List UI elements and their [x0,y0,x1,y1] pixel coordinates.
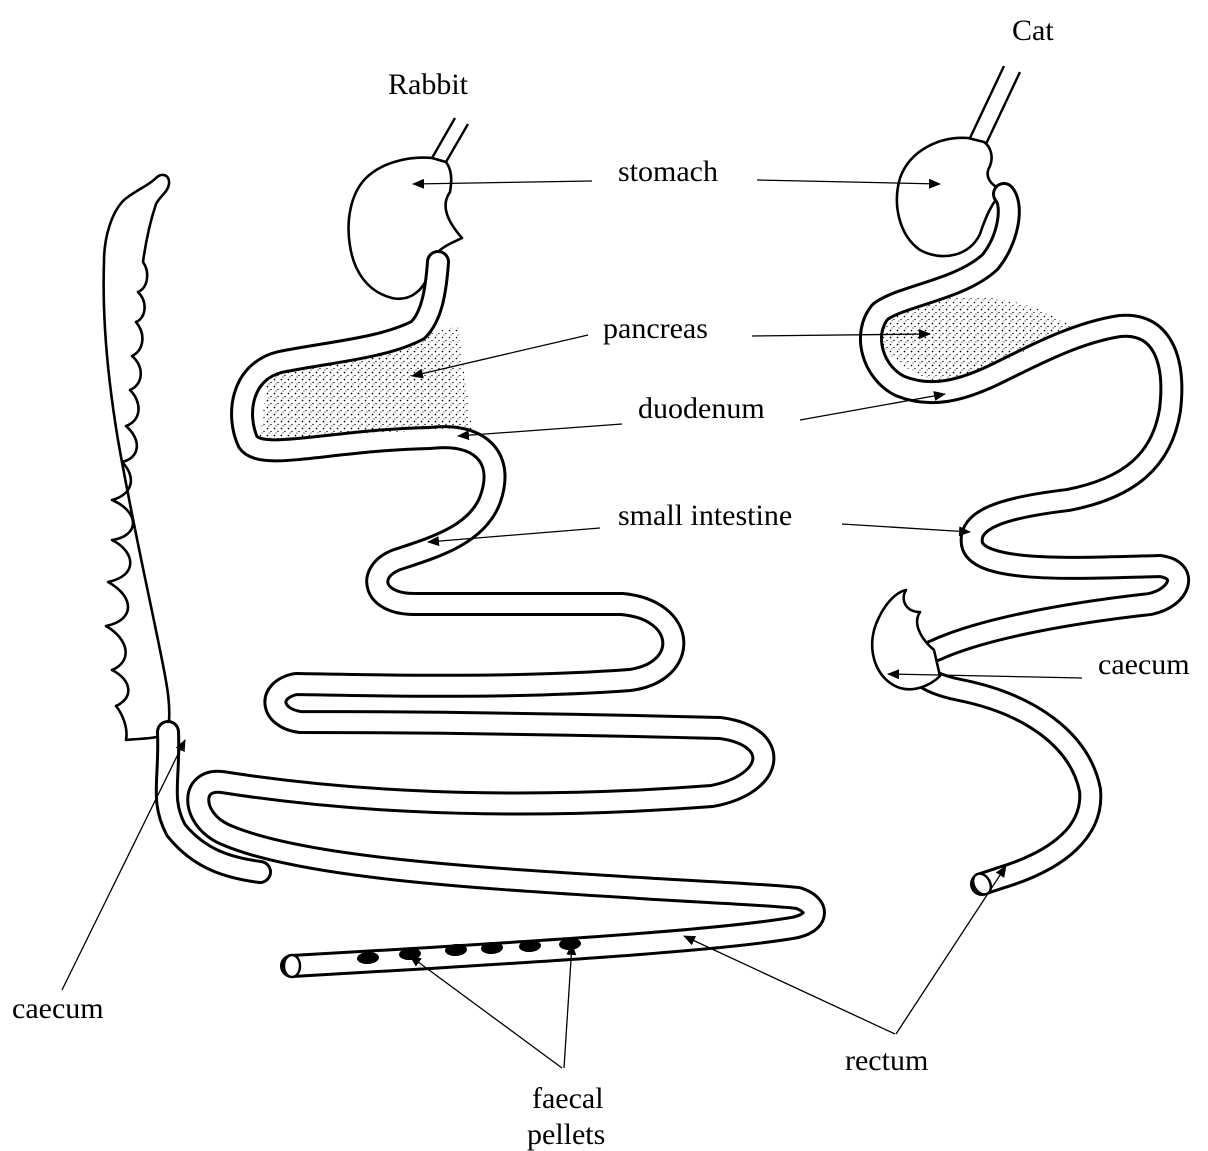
label-rectum: rectum [845,1044,928,1077]
label-faecal: faecal [532,1082,604,1115]
cat-gut [871,66,1178,898]
label-duodenum: duodenum [638,392,765,425]
label-caecum-rabbit: caecum [12,992,104,1025]
label-stomach: stomach [618,155,718,188]
rabbit-gut [104,118,814,977]
rabbit-anus-opening [284,955,300,977]
label-pellets: pellets [527,1118,605,1151]
rabbit-oesophagus [432,118,468,162]
cat-stomach [897,138,1004,256]
rabbit-caecum [104,175,170,740]
label-pancreas: pancreas [603,312,708,345]
label-caecum-cat: caecum [1098,648,1190,681]
label-cat: Cat [1012,14,1054,47]
label-small-intestine: small intestine [618,499,792,532]
labels: Rabbit Cat stomach pancreas duodenum sma… [12,14,1190,1151]
label-rabbit: Rabbit [388,68,469,101]
